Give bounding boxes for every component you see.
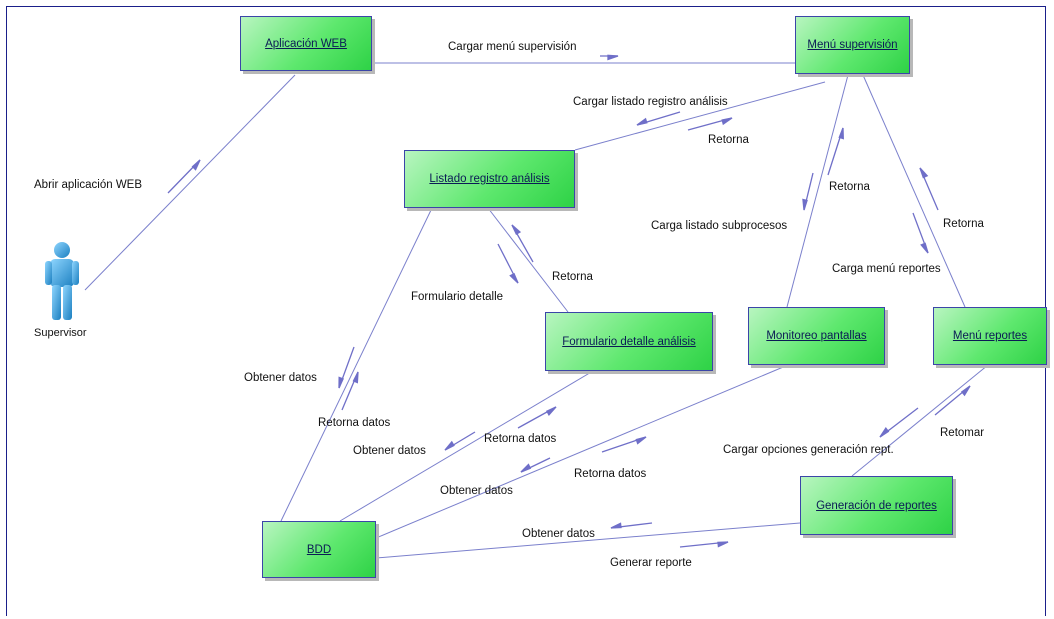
node-listado-registro-analisis[interactable]: Listado registro análisis xyxy=(404,150,575,208)
link-bdd-generacion xyxy=(375,522,801,559)
arrow-abrir-aplicacion xyxy=(167,159,201,194)
link-reportes-generacion xyxy=(851,364,989,477)
actor-label: Supervisor xyxy=(34,327,87,339)
arrow-retorna-datos-form xyxy=(517,406,557,429)
arrow-carga-subprocesos xyxy=(827,127,844,176)
arrow-retorna-formulario xyxy=(511,224,534,263)
msg-retorna-formulario: Retorna xyxy=(552,271,593,283)
arrow-retorna-datos-mon xyxy=(601,436,647,453)
msg-obtener-datos-monitoreo: Obtener datos xyxy=(440,485,513,497)
node-label: BDD xyxy=(306,543,332,556)
msg-retorna-datos-listado: Retorna datos xyxy=(318,417,391,429)
node-label: Monitoreo pantallas xyxy=(766,330,867,342)
msg-retorna-datos-formulario: Retorna datos xyxy=(484,433,557,445)
arrow-generar-reporte xyxy=(679,541,729,548)
msg-retorna-datos-monitoreo: Retorna datos xyxy=(574,468,647,480)
node-generacion-reportes[interactable]: Generación de reportes xyxy=(800,476,953,535)
arrow-obtener-datos-mon xyxy=(520,457,551,473)
arrow-retorna-reportes xyxy=(919,167,939,211)
msg-cargar-opciones-generacion: Cargar opciones generación rept. xyxy=(723,444,894,456)
node-label: Formulario detalle análisis xyxy=(562,335,696,348)
msg-retorna-listado: Retorna xyxy=(708,134,749,146)
msg-retomar: Retomar xyxy=(940,427,985,439)
msg-obtener-datos-listado: Obtener datos xyxy=(244,372,317,384)
msg-abrir-aplicacion: Abrir aplicación WEB xyxy=(34,179,143,191)
arrow-cargar-listado xyxy=(636,111,681,126)
node-aplicacion-web[interactable]: Aplicación WEB xyxy=(240,16,372,71)
node-formulario-detalle-analisis[interactable]: Formulario detalle análisis xyxy=(545,312,713,371)
person-icon xyxy=(45,242,79,320)
node-menu-reportes[interactable]: Menú reportes xyxy=(933,307,1047,365)
link-listado-formulario xyxy=(487,207,569,313)
msg-formulario-detalle: Formulario detalle xyxy=(411,291,504,303)
node-monitoreo-pantallas[interactable]: Monitoreo pantallas xyxy=(748,307,885,365)
msg-generar-reporte: Generar reporte xyxy=(610,557,692,569)
arrow-cargar-menu xyxy=(600,54,619,61)
link-monitoreo-bdd xyxy=(375,364,789,539)
link-supervisor-aplicacion xyxy=(84,74,296,291)
msg-cargar-listado-registro: Cargar listado registro análisis xyxy=(573,96,728,108)
arrow-retorna-listado xyxy=(687,117,733,131)
msg-retorna-reportes: Retorna xyxy=(943,218,984,230)
arrow-obtener-datos-form xyxy=(444,431,476,451)
msg-carga-listado-subprocesos: Carga listado subprocesos xyxy=(651,220,788,232)
arrow-retorna-datos-listado xyxy=(341,371,359,411)
msg-obtener-datos-formulario: Obtener datos xyxy=(353,445,426,457)
arrow-formulario-detalle xyxy=(497,243,519,284)
msg-retorna-monitoreo: Retorna xyxy=(829,181,870,193)
node-menu-supervision[interactable]: Menú supervisión xyxy=(795,16,910,74)
node-label: Menú supervisión xyxy=(807,39,898,51)
arrow-retorna-monitoreo xyxy=(802,172,814,211)
arrow-obtener-datos-gen xyxy=(610,522,653,529)
msg-carga-menu-reportes: Carga menú reportes xyxy=(832,263,941,275)
link-menu-listado xyxy=(574,81,826,151)
arrow-obtener-datos-listado xyxy=(338,346,355,389)
node-label: Menú reportes xyxy=(952,330,1028,342)
arrow-carga-menu-reportes xyxy=(912,212,929,254)
link-menu-monitoreo xyxy=(786,74,849,308)
node-label: Listado registro análisis xyxy=(429,173,550,185)
node-label: Generación de reportes xyxy=(816,499,937,512)
arrow-cargar-opciones xyxy=(879,407,919,438)
msg-obtener-datos-generacion: Obtener datos xyxy=(522,528,595,540)
node-bdd[interactable]: BDD xyxy=(262,521,376,578)
link-listado-bdd xyxy=(280,207,433,522)
link-menu-reportes xyxy=(862,74,966,308)
msg-cargar-menu-supervision: Cargar menú supervisión xyxy=(448,41,577,53)
arrow-retomar xyxy=(934,385,971,416)
link-formulario-bdd xyxy=(339,370,594,522)
node-label: Aplicación WEB xyxy=(265,37,347,50)
